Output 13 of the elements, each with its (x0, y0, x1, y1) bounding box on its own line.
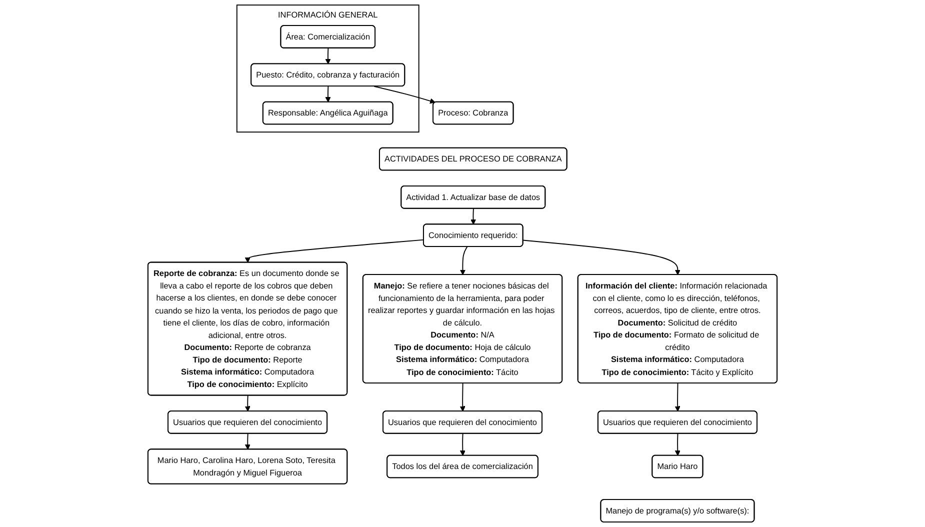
arrow (244, 395, 250, 412)
arrow (244, 239, 424, 263)
arrow (470, 208, 476, 225)
arrow (325, 48, 331, 64)
arrow (374, 86, 436, 104)
arrow (460, 246, 468, 276)
arrow (244, 433, 250, 450)
arrow (674, 433, 680, 456)
arrow (460, 433, 466, 456)
arrow (325, 86, 331, 102)
arrow (674, 382, 680, 412)
arrow (522, 240, 680, 276)
arrow (460, 382, 466, 412)
